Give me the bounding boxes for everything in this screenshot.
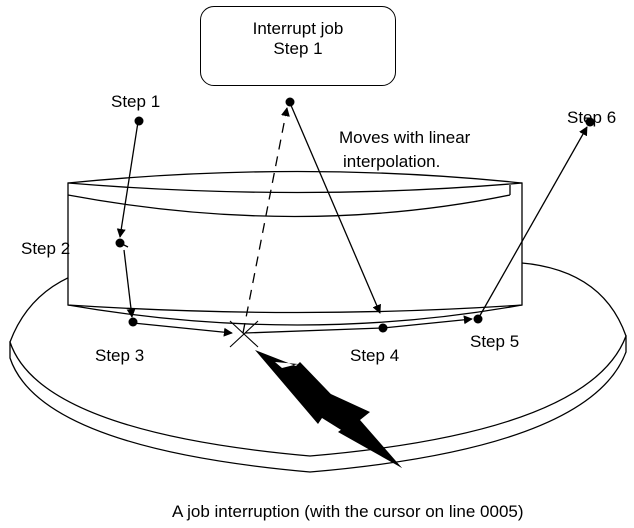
point-step4 — [378, 323, 388, 333]
step-points — [115, 97, 595, 333]
path-step3-interrupt — [132, 322, 233, 337]
label-step2: Step 2 — [21, 239, 71, 258]
point-step2 — [115, 238, 125, 248]
interrupt-job-step: Step 1 — [273, 39, 323, 58]
point-step6 — [585, 117, 595, 127]
label-step4: Step 4 — [350, 346, 400, 365]
path-interrupt-step4 — [244, 327, 384, 334]
point-step1 — [134, 116, 144, 126]
label-step5: Step 5 — [470, 332, 520, 351]
workpiece-wall — [67, 170, 523, 326]
path-step5-step6 — [477, 126, 588, 320]
path-step4-step5 — [382, 315, 473, 329]
path-job-to-step4 — [289, 102, 381, 314]
interruption-cross — [229, 320, 259, 348]
job-path — [116, 102, 588, 337]
interrupt-job-title: Interrupt job — [252, 19, 344, 38]
label-step3: Step 3 — [95, 346, 145, 365]
path-interrupt-to-job — [242, 107, 290, 334]
path-step1-step2 — [116, 121, 139, 238]
point-interrupt-step1 — [285, 97, 295, 107]
point-step5 — [473, 314, 483, 324]
label-step6: Step 6 — [567, 108, 617, 127]
label-step1: Step 1 — [111, 92, 161, 111]
caption: A job interruption (with the cursor on l… — [172, 502, 524, 521]
path-step2-step3 — [123, 249, 136, 318]
note-line2: interpolation. — [343, 152, 441, 171]
point-step3 — [128, 317, 138, 327]
interrupt-job-box: Interrupt job Step 1 — [200, 6, 396, 86]
note-line1: Moves with linear — [339, 128, 471, 147]
